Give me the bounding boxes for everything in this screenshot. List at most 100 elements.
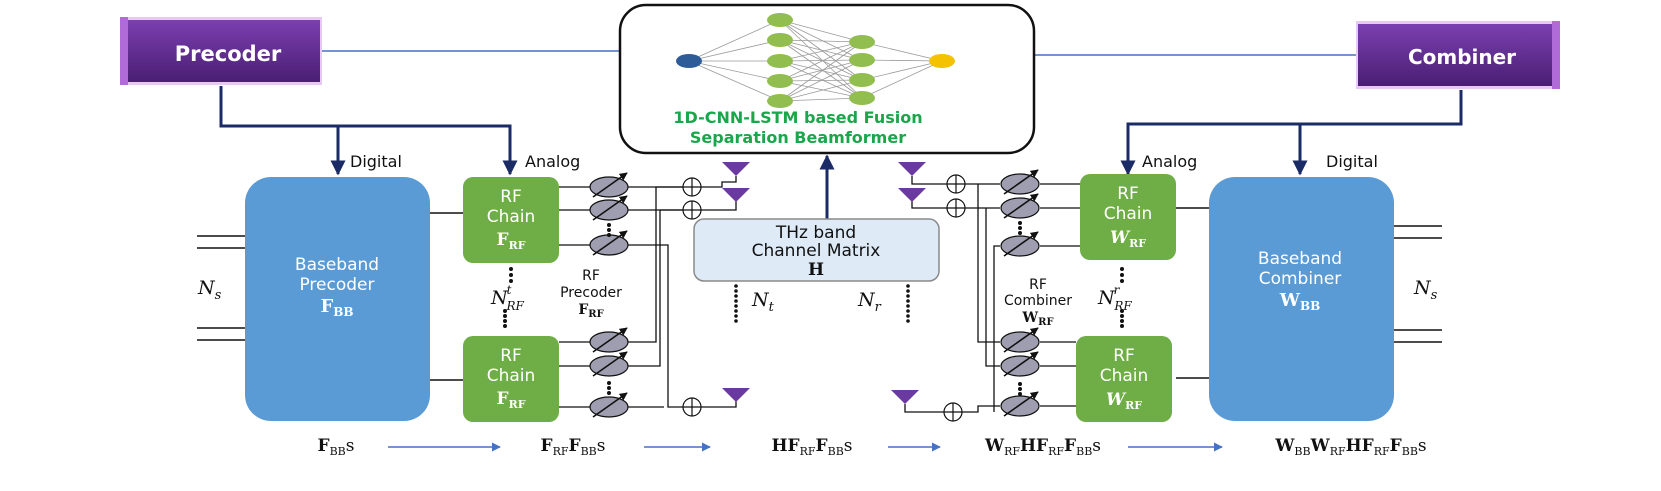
dot bbox=[734, 299, 738, 303]
dot bbox=[1018, 387, 1022, 391]
rf-combiner-line2: Combiner bbox=[1004, 293, 1072, 309]
hidden-node bbox=[767, 74, 793, 88]
network-edge bbox=[861, 60, 943, 81]
network-edge bbox=[779, 59, 863, 62]
dot bbox=[503, 319, 507, 323]
baseband-combiner-block: Baseband Combiner WBB bbox=[1209, 177, 1394, 421]
network-edge bbox=[688, 60, 781, 102]
hidden-node bbox=[849, 73, 875, 87]
phase-shifter bbox=[1000, 327, 1040, 353]
precoder-label: Precoder bbox=[175, 42, 282, 66]
rf-combiner-line1: RF bbox=[1029, 277, 1047, 293]
signal-expression: FRFFBBs bbox=[541, 436, 606, 458]
digital-tx-label: Digital bbox=[350, 152, 402, 171]
dot bbox=[1120, 267, 1124, 271]
network-box: 1D-CNN-LSTM based Fusion Separation Beam… bbox=[618, 3, 1036, 155]
dot bbox=[1018, 392, 1022, 396]
rf-chain-rx-top-line1: RF bbox=[1117, 184, 1139, 204]
dot bbox=[906, 294, 910, 298]
dot bbox=[734, 289, 738, 293]
rf-chain-tx-top-line2: Chain bbox=[487, 207, 536, 227]
hidden-node bbox=[849, 35, 875, 49]
analog-rx-label: Analog bbox=[1142, 152, 1197, 171]
network-edge bbox=[779, 59, 863, 82]
dot bbox=[503, 324, 507, 328]
dot bbox=[1018, 382, 1022, 386]
rf-chain-rx-top-symbol: WRF bbox=[1110, 228, 1146, 250]
rf-chain-rx-bottom-symbol: WRF bbox=[1106, 390, 1142, 412]
network-edge bbox=[779, 80, 863, 99]
dot bbox=[1120, 319, 1124, 323]
rf-chain-tx-top: RF Chain FRF bbox=[463, 177, 559, 263]
input-node bbox=[676, 54, 702, 68]
dot bbox=[607, 233, 611, 237]
dot bbox=[906, 299, 910, 303]
network-edge bbox=[861, 60, 943, 99]
phase-shifter bbox=[1000, 391, 1040, 417]
output-node bbox=[929, 54, 955, 68]
adder bbox=[682, 397, 702, 417]
combiner-box: Combiner bbox=[1356, 21, 1560, 89]
network-edge bbox=[688, 39, 781, 62]
dot bbox=[906, 314, 910, 318]
baseband-precoder-symbol: FBB bbox=[320, 296, 353, 319]
adder bbox=[682, 177, 702, 197]
signal-expression: FBBs bbox=[318, 436, 355, 458]
hidden-node bbox=[767, 54, 793, 68]
ns-right-label: Ns bbox=[1413, 277, 1438, 303]
channel-matrix-block: THz band Channel Matrix H bbox=[693, 218, 940, 282]
precoder-box: Precoder bbox=[120, 17, 322, 85]
rx-wiring bbox=[904, 176, 1080, 413]
ns-lines-left bbox=[197, 235, 245, 341]
channel-line2: Channel Matrix bbox=[752, 241, 881, 261]
network-edge bbox=[779, 39, 863, 81]
network-edge bbox=[779, 39, 863, 43]
phase-shifter bbox=[589, 327, 629, 353]
adder bbox=[946, 198, 966, 218]
hidden-node bbox=[767, 33, 793, 47]
rf-chain-rx-bottom-line2: Chain bbox=[1100, 366, 1149, 386]
dot bbox=[1120, 273, 1124, 277]
network-edge bbox=[861, 41, 943, 62]
dot bbox=[734, 284, 738, 288]
dot bbox=[509, 267, 513, 271]
dot bbox=[607, 381, 611, 385]
dot bbox=[734, 319, 738, 323]
rf-precoder-symbol: FRF bbox=[578, 302, 603, 320]
analog-tx-label: Analog bbox=[525, 152, 580, 171]
network-edge bbox=[779, 60, 863, 99]
ns-lines-right bbox=[1392, 225, 1442, 343]
antenna-icon bbox=[891, 390, 919, 404]
rf-chain-tx-bottom: RF Chain FRF bbox=[463, 336, 559, 422]
signal-expression: WBBWRFHFRFFBBs bbox=[1274, 436, 1426, 458]
dot bbox=[503, 309, 507, 313]
baseband-precoder-block: Baseband Precoder FBB bbox=[245, 177, 430, 421]
baseband-precoder-line2: Precoder bbox=[299, 275, 374, 295]
dot bbox=[1120, 324, 1124, 328]
adders bbox=[682, 174, 966, 422]
network-edge bbox=[779, 19, 863, 43]
dot bbox=[1018, 226, 1022, 230]
antennas bbox=[722, 162, 926, 404]
dot bbox=[1018, 221, 1022, 225]
network-title-line1: 1D-CNN-LSTM based Fusion bbox=[673, 108, 922, 127]
tx-wiring bbox=[559, 176, 737, 408]
network-edge bbox=[779, 39, 863, 99]
rf-chain-rx-top: RF Chain WRF bbox=[1080, 174, 1176, 260]
rf-chain-rx-bottom-line1: RF bbox=[1113, 346, 1135, 366]
network-edge bbox=[861, 59, 943, 62]
control-arrows bbox=[219, 86, 1463, 225]
rf-precoder-line2: Precoder bbox=[560, 285, 622, 301]
phase-shifters bbox=[589, 169, 1040, 418]
phase-shifter bbox=[589, 351, 629, 377]
rf-chain-tx-bottom-line1: RF bbox=[500, 346, 522, 366]
hidden-node bbox=[849, 53, 875, 67]
rf-chain-tx-top-symbol: FRF bbox=[496, 230, 525, 252]
dot bbox=[607, 386, 611, 390]
antenna-icon bbox=[898, 162, 926, 176]
dot bbox=[734, 294, 738, 298]
